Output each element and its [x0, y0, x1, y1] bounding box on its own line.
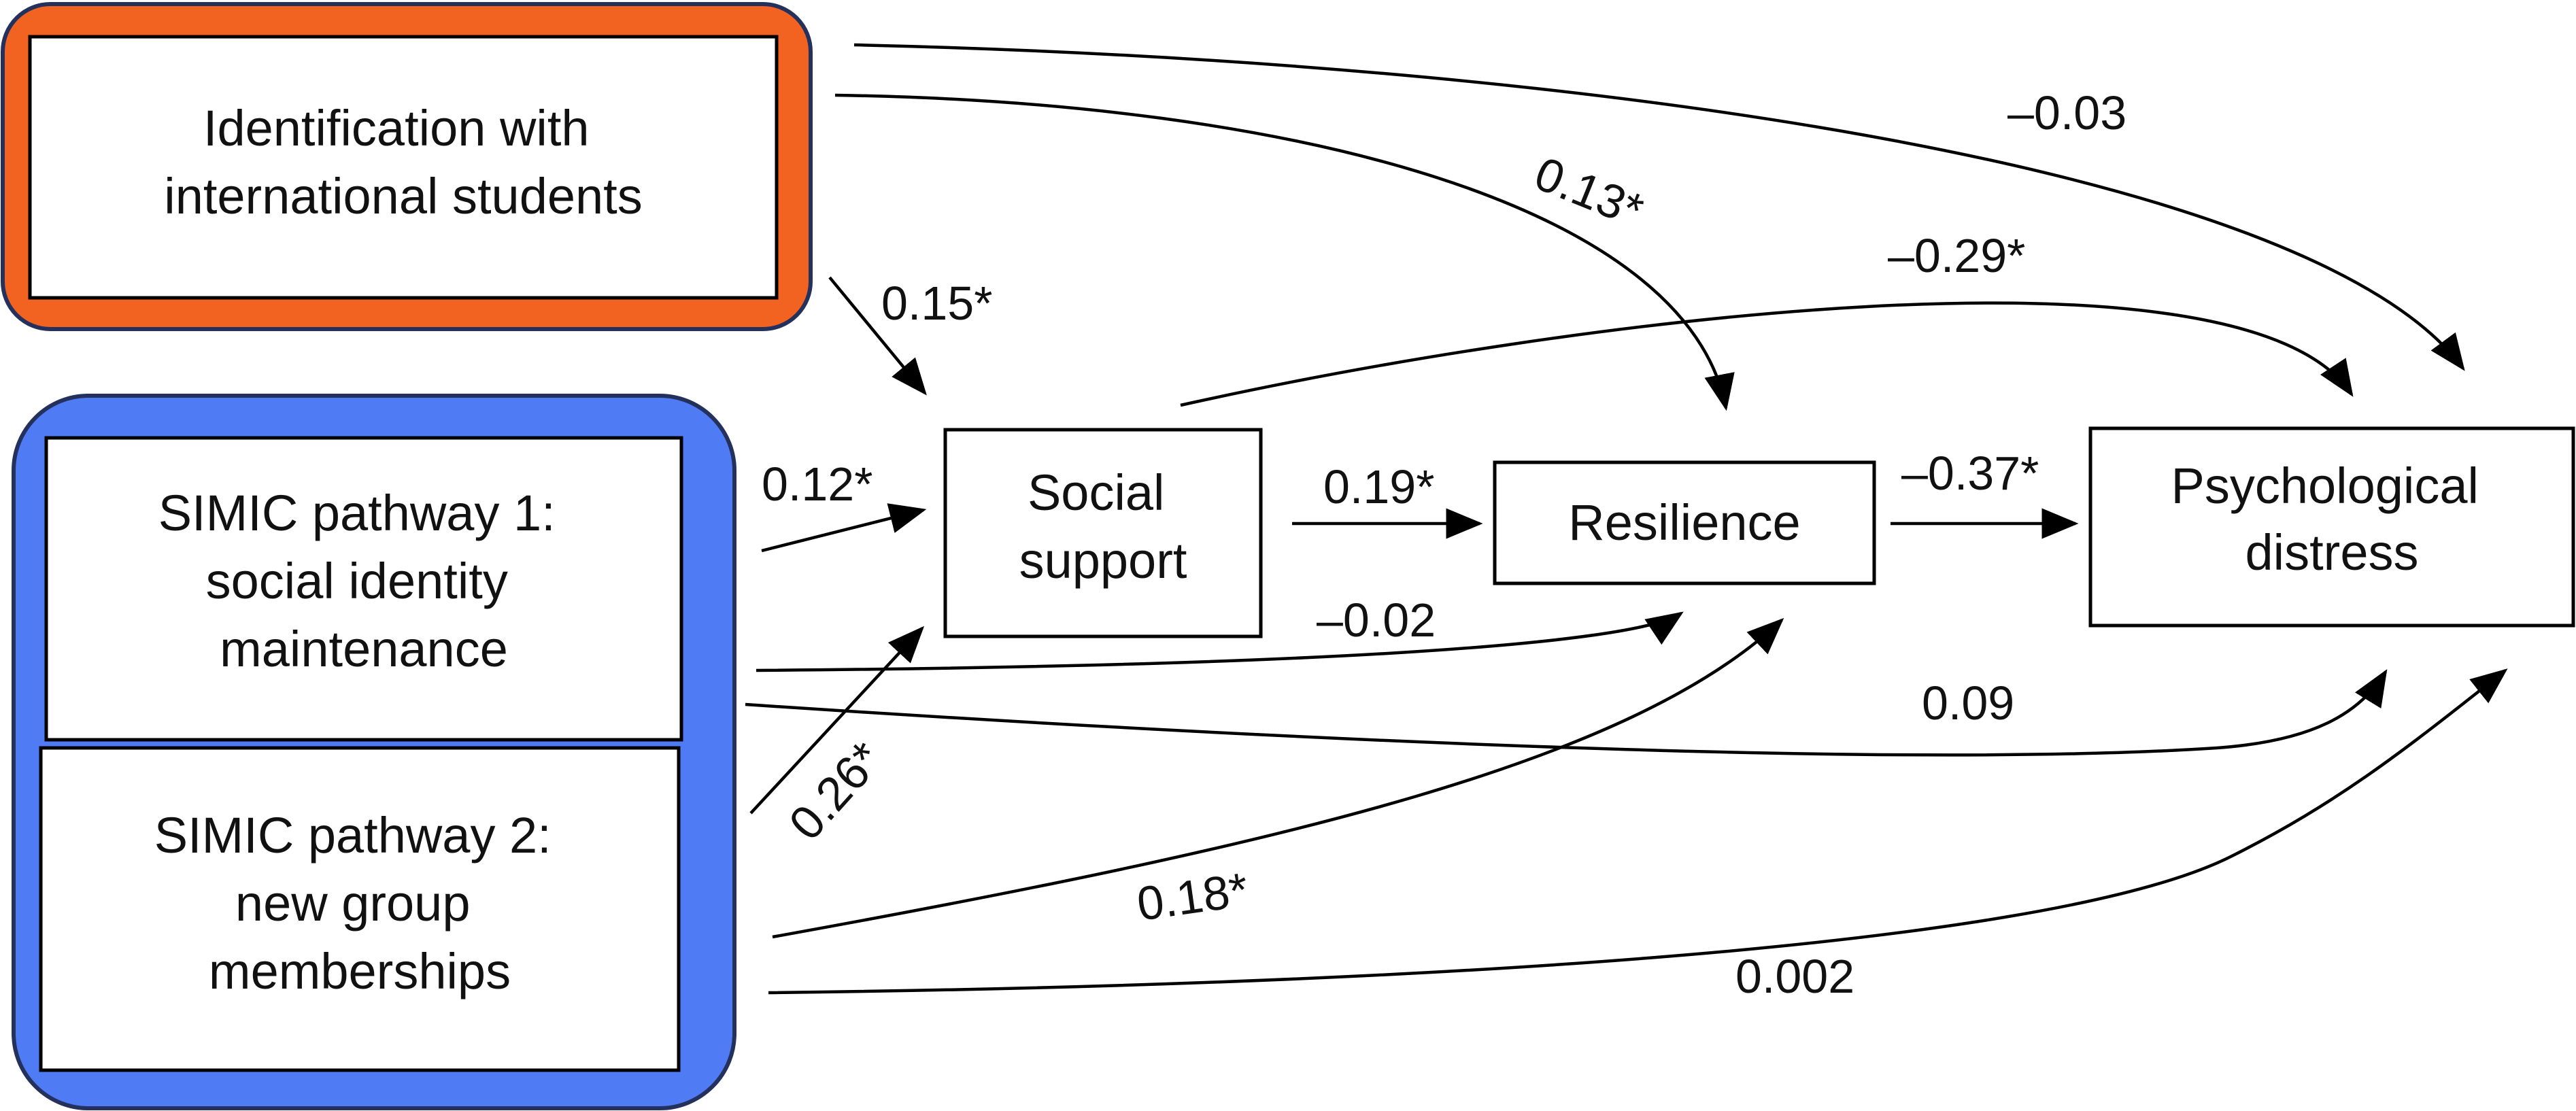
edge-identification-resilience [834, 93, 1735, 411]
label-simic2-resilience: 0.18* [1134, 863, 1251, 931]
identification-label: Identification with international studen… [164, 100, 642, 224]
edge-support-distress [1180, 301, 2354, 407]
edge-simic2-distress [768, 668, 2508, 995]
simic2-label: SIMIC pathway 2: new group memberships [154, 807, 566, 999]
edge-simic1-distress [745, 669, 2388, 757]
edge-identification-distress [853, 43, 2465, 371]
label-simic1-distress: 0.09 [1922, 677, 2014, 730]
label-identification-support: 0.15* [881, 277, 992, 330]
label-resilience-distress: –0.37* [1901, 447, 2039, 500]
label-simic2-distress: 0.002 [1735, 950, 1854, 1003]
label-support-distress: –0.29* [1888, 229, 2025, 282]
simic1-box [44, 436, 683, 742]
resilience-box [1493, 460, 1876, 585]
edge-simic2-support [749, 626, 925, 815]
label-identification-resilience: 0.13* [1527, 147, 1650, 238]
simic1-label: SIMIC pathway 1: social identity mainten… [158, 485, 570, 677]
distress-box [2088, 426, 2575, 628]
label-simic1-resilience: –0.02 [1317, 594, 1436, 647]
edge-simic2-resilience [772, 617, 1784, 939]
social-support-box [943, 428, 1263, 638]
label-simic2-support: 0.26* [779, 732, 892, 850]
resilience-label: Resilience [1568, 494, 1800, 551]
edge-simic1-resilience [756, 611, 1684, 672]
edge-simic1-support [761, 503, 927, 553]
label-identification-distress: –0.03 [2007, 86, 2126, 139]
edge-identification-support [828, 276, 927, 396]
label-support-resilience: 0.19* [1323, 460, 1434, 513]
social-support-label: Social support [1019, 464, 1187, 589]
distress-label: Psychological distress [2171, 458, 2492, 581]
simic2-box [39, 746, 681, 1072]
identification-box [28, 35, 779, 300]
label-simic1-support: 0.12* [762, 458, 872, 511]
